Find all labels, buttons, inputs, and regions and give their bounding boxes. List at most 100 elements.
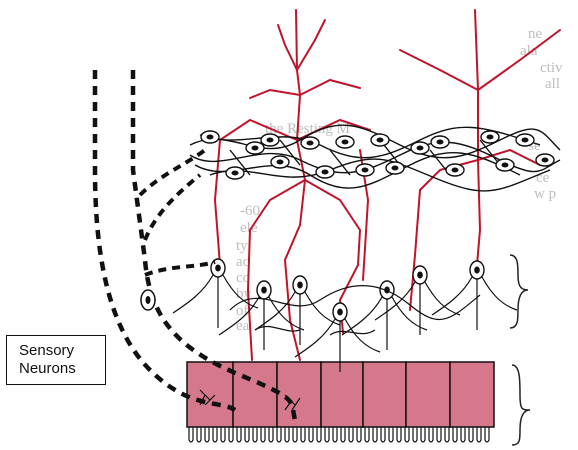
epithelial-cell [232, 361, 278, 428]
red-nerve-fiber [284, 259, 301, 361]
microvillus [428, 427, 434, 443]
epithelial-cell [362, 361, 407, 428]
sensory-fiber [92, 70, 237, 412]
microvillus [412, 427, 418, 443]
red-nerve-fiber [399, 49, 479, 91]
plexus-connection [209, 158, 551, 192]
plexus-connection [194, 151, 521, 189]
plexus-network [189, 124, 561, 192]
plexus-neuron [335, 135, 355, 149]
sensory-neurons-label: Sensory Neurons [6, 335, 106, 385]
sensory-neuron-fibers [92, 70, 301, 421]
background-text-line: ac [236, 254, 250, 270]
red-nerve-fiber [477, 29, 561, 91]
microvillus [364, 427, 370, 443]
background-text-line: co [236, 270, 250, 286]
plexus-neuron [515, 133, 535, 147]
brace-upper [509, 254, 529, 329]
submucosal-neuron [218, 280, 305, 350]
submucosal-connection [229, 284, 481, 321]
submucosal-neuron [254, 275, 341, 345]
background-text-line: all [545, 76, 560, 92]
red-nerve-fiber [246, 229, 253, 361]
background-text-line: ty [236, 238, 248, 254]
microvillus [348, 427, 354, 443]
microvillus [484, 427, 490, 443]
plexus-neuron [300, 136, 320, 150]
background-text-line: ne [528, 26, 543, 42]
background-text-line: of [236, 303, 249, 319]
plexus-neuron [495, 158, 515, 172]
microvillus [404, 427, 410, 443]
microvillus [460, 427, 466, 443]
microvillus [284, 427, 290, 443]
label-line-2: Neurons [19, 360, 76, 377]
plexus-neuron [535, 153, 555, 167]
epithelial-cell [276, 361, 322, 428]
plexus-neurons [200, 130, 555, 180]
background-text-line: ala [520, 43, 538, 59]
microvillus [204, 427, 210, 443]
submucosal-neuron [341, 280, 428, 350]
epithelial-cell [405, 361, 451, 428]
microvillus [340, 427, 346, 443]
red-nerve-fiber [249, 88, 301, 99]
microvillus [252, 427, 258, 443]
submucosal-neuron [431, 260, 518, 330]
microvillus [396, 427, 402, 443]
microvillus [300, 427, 306, 443]
epithelial-cell [320, 361, 364, 428]
sensory-fiber [130, 70, 298, 421]
microvillus [228, 427, 234, 443]
submucosal-connection [329, 329, 376, 336]
background-text-line: ctiv [540, 60, 563, 76]
plexus-neuron [445, 163, 465, 177]
plexus-neuron [270, 155, 290, 169]
brace-lower [511, 364, 531, 446]
epithelial-cell [186, 361, 234, 428]
red-nerve-fiber [304, 179, 361, 231]
red-nerve-fiber [249, 179, 306, 231]
plexus-neuron [410, 141, 430, 155]
submucosal-neuron [374, 265, 461, 335]
red-nerve-fiber [213, 139, 221, 266]
microvillus [452, 427, 458, 443]
microvillus [236, 427, 242, 443]
microvillus [260, 427, 266, 443]
microvillus [388, 427, 394, 443]
plexus-neuron [385, 161, 405, 175]
red-nerve-fiber [219, 118, 298, 141]
microvillus [188, 427, 194, 443]
red-nerve-fiber [277, 24, 298, 71]
label-line-1: Sensory [19, 342, 75, 359]
nerve-ending [284, 394, 301, 411]
microvillus [276, 427, 282, 443]
microvillus [268, 427, 274, 443]
plexus-neuron [370, 133, 390, 147]
sensory-branch [144, 260, 216, 277]
microvillus [356, 427, 362, 443]
red-nerve-fiber [419, 159, 479, 191]
sensory-cell-body [140, 289, 156, 311]
microvillus [316, 427, 322, 443]
red-nerve-fiber [299, 78, 361, 96]
microvillus [324, 427, 330, 443]
plexus-neuron [315, 165, 335, 179]
submucosal-neuron [294, 302, 381, 372]
sensory-branch [143, 173, 202, 241]
microvillus [308, 427, 314, 443]
plexus-neuron [200, 130, 220, 144]
plexus-connection [229, 139, 501, 176]
sensory-branch [138, 148, 207, 197]
microvillus [468, 427, 474, 443]
microvillus [372, 427, 378, 443]
red-nerve-fiber [474, 9, 482, 266]
plexus-neuron [260, 133, 280, 147]
red-nerve-fiber [409, 189, 421, 311]
plexus-neuron [225, 166, 245, 180]
epithelial-cell [449, 361, 495, 428]
background-text-line: ea [236, 318, 250, 334]
